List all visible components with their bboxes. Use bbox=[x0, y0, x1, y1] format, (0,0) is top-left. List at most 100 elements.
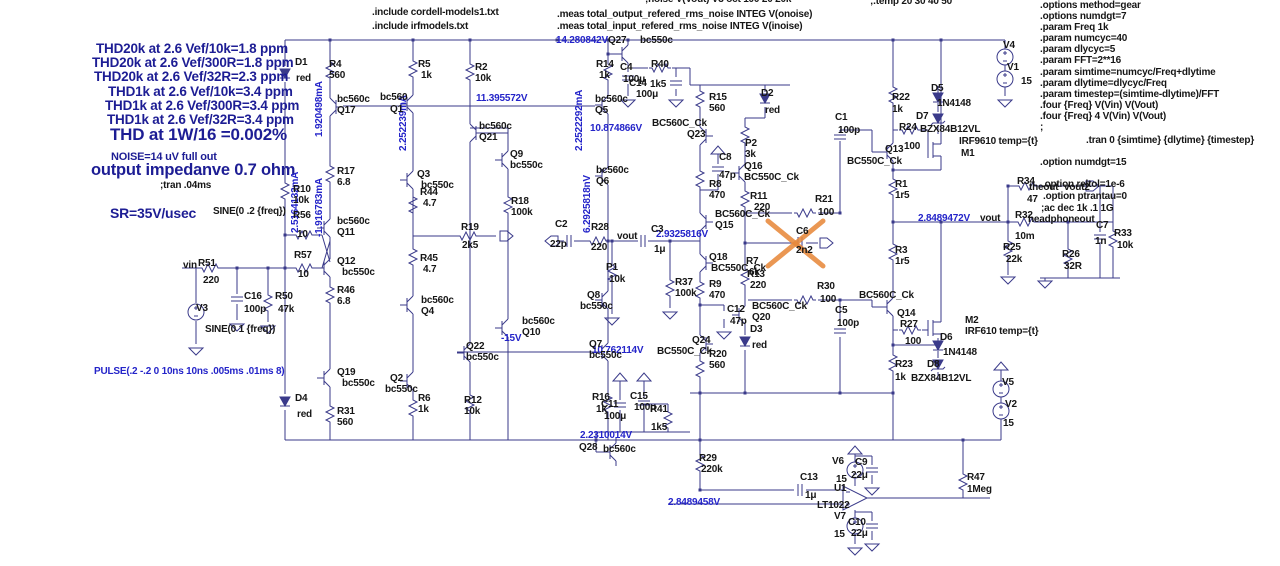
label-r27: R27 bbox=[900, 319, 918, 330]
label-bc560c-ck: BC560C_Ck bbox=[652, 118, 707, 129]
label-r57: R57 bbox=[294, 250, 312, 261]
label-r29: R29 bbox=[699, 453, 717, 464]
label-d6: D6 bbox=[940, 332, 953, 343]
label-theout: theout bbox=[1029, 182, 1059, 193]
label-c4: C4 bbox=[620, 62, 633, 73]
label-q11: Q11 bbox=[337, 227, 355, 238]
label-r17: R17 bbox=[337, 166, 355, 177]
label-r32: R32 bbox=[1015, 210, 1033, 221]
label-option-reltol-1e-6: .option reltol=1e-6 bbox=[1042, 179, 1125, 190]
label-bc550c: bc550c bbox=[342, 267, 375, 278]
label-q16: Q16 bbox=[744, 161, 763, 172]
label-100: 100 bbox=[818, 207, 835, 218]
label-220: 220 bbox=[750, 280, 767, 291]
label-r22: R22 bbox=[892, 92, 910, 103]
label-r33: R33 bbox=[1114, 228, 1132, 239]
label-r2: R2 bbox=[475, 62, 488, 73]
label-2-8489458v: 2.8489458V bbox=[668, 497, 720, 508]
label-r4: R4 bbox=[329, 59, 342, 70]
label-6k: 6k bbox=[749, 267, 760, 278]
label-r31: R31 bbox=[337, 406, 355, 417]
label-red: red bbox=[765, 105, 780, 116]
label-headphoneout: headphoneout bbox=[1028, 214, 1095, 225]
label-bc550c: bc550c bbox=[466, 352, 499, 363]
label-100p: 100p bbox=[838, 125, 860, 136]
label-100: 100μ bbox=[636, 89, 659, 100]
label-v1: V1 bbox=[1007, 62, 1019, 73]
label-meas-total-input-refered-rms: .meas total_input_refered_rms_noise INTE… bbox=[557, 21, 803, 32]
label-c12: C12 bbox=[727, 304, 745, 315]
label-1k5: 1k5 bbox=[651, 422, 668, 433]
label-c13: C13 bbox=[800, 472, 818, 483]
label-r51: R51 bbox=[198, 258, 216, 269]
label-100: 100μ bbox=[604, 411, 627, 422]
label-bc560c-ck: BC560C_Ck bbox=[752, 301, 807, 312]
label-1k: 1k bbox=[895, 372, 906, 383]
label-1-920498ma: 1.920498mA bbox=[314, 81, 325, 137]
label-bc560c: bc560c bbox=[603, 444, 636, 455]
label-3k: 3k bbox=[745, 149, 756, 160]
label-47: 47 bbox=[1027, 194, 1038, 205]
label-r25: R25 bbox=[1003, 242, 1021, 253]
label-c10: C10 bbox=[848, 517, 866, 528]
label-red: red bbox=[752, 340, 767, 351]
label-100k: 100k bbox=[511, 207, 533, 218]
label-4-7: 4.7 bbox=[423, 198, 437, 209]
label-four-freq-4-v-vin-v-vout: .four {Freq} 4 V(Vin) V(Vout) bbox=[1040, 111, 1167, 122]
label-v3: V3 bbox=[196, 303, 208, 314]
label-6-8: 6.8 bbox=[337, 296, 351, 307]
label-red: red bbox=[297, 409, 312, 420]
label-q20: Q20 bbox=[752, 312, 771, 323]
label-1n4148: 1N4148 bbox=[937, 98, 971, 109]
label-10-762114v: 10.762114V bbox=[592, 345, 644, 356]
label-q1: Q1 bbox=[390, 104, 403, 115]
label-bc560c: bc560c bbox=[337, 216, 370, 227]
label-q17: Q17 bbox=[337, 105, 356, 116]
label-q10: Q10 bbox=[522, 327, 541, 338]
label-100k: 100k bbox=[675, 288, 697, 299]
label-c16: C16 bbox=[244, 291, 262, 302]
label-bc560c: bc560c bbox=[337, 94, 370, 105]
label-r16: R16 bbox=[592, 392, 610, 403]
label-temp-20-30-40-50: ;.temp 20 30 40 50 bbox=[870, 0, 953, 7]
label-100p: 100p bbox=[837, 318, 859, 329]
label-c7: C7 bbox=[1096, 220, 1109, 231]
label-1k5: 1k5 bbox=[650, 79, 667, 90]
label-bzx84b12vl: BZX84B12VL bbox=[911, 373, 972, 384]
label-c11: C11 bbox=[601, 399, 619, 410]
label-q18: Q18 bbox=[709, 252, 728, 263]
label-2-2522292ma: 2.2522292mA bbox=[574, 89, 585, 151]
c6-disabled-cross-marker bbox=[765, 218, 826, 269]
label-47p: 47p bbox=[730, 316, 747, 327]
label-sine-0-1-freq: SINE(0 1 {freq}) bbox=[205, 324, 276, 335]
label-c15: C15 bbox=[630, 391, 648, 402]
label-1: 1μ bbox=[654, 244, 666, 255]
label-q5: Q5 bbox=[595, 105, 608, 116]
label-m2: M2 bbox=[965, 315, 979, 326]
label-q13: Q13 bbox=[885, 144, 904, 155]
label-560: 560 bbox=[709, 103, 726, 114]
label-10m: 10m bbox=[1015, 231, 1035, 242]
label-470: 470 bbox=[709, 290, 726, 301]
label-10k: 10k bbox=[293, 195, 310, 206]
label-r30: R30 bbox=[817, 281, 835, 292]
label-15v: -15V bbox=[501, 333, 522, 344]
label-1k: 1k bbox=[892, 104, 903, 115]
label-22: 22μ bbox=[851, 470, 868, 481]
label-vout: vout bbox=[617, 231, 638, 242]
label-2-8489472v: 2.8489472V bbox=[918, 213, 970, 224]
label-q22: Q22 bbox=[466, 341, 485, 352]
label-vin: vin bbox=[183, 260, 197, 271]
label-4-7: 4.7 bbox=[423, 264, 437, 275]
label-lt1022: LT1022 bbox=[817, 500, 850, 511]
label-47k: 47k bbox=[278, 304, 295, 315]
label-q9: Q9 bbox=[510, 149, 523, 160]
label-options-method-gear: .options method=gear bbox=[1040, 0, 1141, 11]
label-tran-0-simtime-dlytime-times: .tran 0 {simtime} {dlytime} {timestep} bbox=[1086, 135, 1255, 146]
label-bc550c-ck: BC550C_Ck bbox=[847, 156, 902, 167]
label-r19: R19 bbox=[461, 222, 479, 233]
label-10: 10 bbox=[297, 229, 308, 240]
